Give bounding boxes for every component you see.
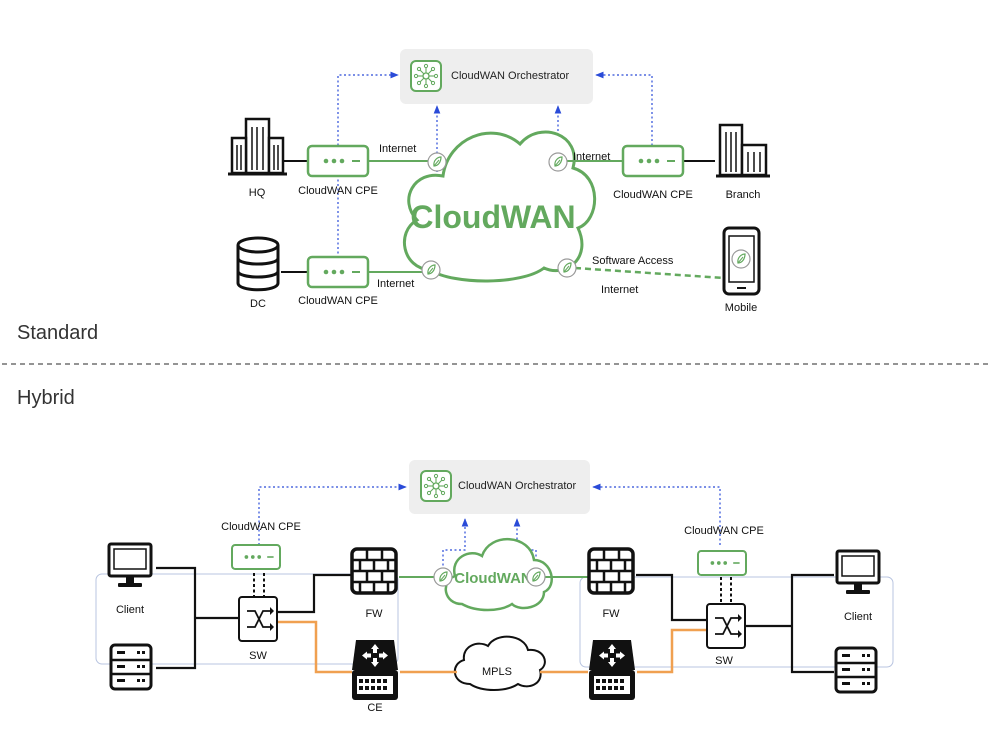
right-cpe-label: CloudWAN CPE <box>684 525 764 537</box>
standard-black-links <box>281 160 715 273</box>
hybrid-left-access-node-icon <box>433 567 453 587</box>
hybrid-cloud-label: CloudWAN <box>454 570 531 587</box>
branch-access-node-icon <box>548 152 568 172</box>
mpls-cloud: MPLS <box>454 635 546 691</box>
right-client-label: Client <box>844 611 872 623</box>
hybrid-orchestrator-box[interactable]: CloudWAN Orchestrator <box>409 460 590 514</box>
hybrid-black-links <box>156 566 834 674</box>
hq-label: HQ <box>249 187 266 199</box>
right-site-panel <box>579 576 894 668</box>
hybrid-section-title: Hybrid <box>17 387 75 409</box>
left-cpe-icon <box>230 543 282 571</box>
left-cpe-label: CloudWAN CPE <box>221 521 301 533</box>
mobile-label: Mobile <box>725 302 757 314</box>
right-firewall-label: FW <box>602 608 620 620</box>
orchestrator-box[interactable]: CloudWAN Orchestrator <box>400 49 593 104</box>
right-server-icon <box>834 646 878 694</box>
right-switch-label: SW <box>715 655 733 667</box>
ce-label: CE <box>367 702 382 714</box>
hybrid-orchestrator-icon <box>420 470 452 502</box>
dc-database-icon <box>236 236 280 292</box>
orchestrator-icon <box>410 60 442 92</box>
left-ce-router-icon <box>352 640 398 700</box>
cloud-label: CloudWAN <box>410 199 575 235</box>
dc-label: DC <box>250 298 266 310</box>
hq-internet-label: Internet <box>379 143 416 155</box>
hq-cpe-label: CloudWAN CPE <box>298 185 378 197</box>
mpls-label: MPLS <box>482 666 512 678</box>
branch-cpe-icon <box>621 144 685 178</box>
left-firewall-label: FW <box>365 608 383 620</box>
cpe-switch-links <box>253 573 732 604</box>
dc-internet-label: Internet <box>377 278 414 290</box>
hybrid-right-access-node-icon <box>526 567 546 587</box>
hq-building-icon <box>228 117 287 176</box>
standard-section: CloudWAN Orchestrator CloudWAN CloudWAN … <box>17 49 770 344</box>
branch-internet-label: Internet <box>573 151 610 163</box>
software-access-label: Software Access <box>592 255 674 267</box>
left-client-monitor-icon <box>107 542 153 589</box>
right-firewall-icon <box>587 547 635 595</box>
hybrid-section: Hybrid CloudWAN Orchestrator CloudWAN MP… <box>17 387 894 714</box>
standard-green-links <box>368 160 725 280</box>
mobile-internet-label: Internet <box>601 284 638 296</box>
hq-cpe-icon <box>306 144 370 178</box>
branch-label: Branch <box>726 189 761 201</box>
dc-cpe-label: CloudWAN CPE <box>298 295 378 307</box>
standard-section-title: Standard <box>17 322 98 344</box>
mobile-phone-icon <box>722 226 761 296</box>
right-cpe-icon <box>696 549 748 577</box>
hybrid-orchestrator-label: CloudWAN Orchestrator <box>458 480 577 492</box>
left-switch-icon <box>238 596 278 642</box>
left-switch-label: SW <box>249 650 267 662</box>
dc-cpe-icon <box>306 255 370 289</box>
left-firewall-icon <box>350 547 398 595</box>
branch-building-icon <box>716 123 770 178</box>
cloudwan-cloud: CloudWAN <box>402 130 597 283</box>
right-switch-icon <box>706 603 746 649</box>
branch-cpe-label: CloudWAN CPE <box>613 189 693 201</box>
hybrid-cloudwan-cloud: CloudWAN <box>444 538 553 612</box>
orchestrator-label: CloudWAN Orchestrator <box>451 70 570 82</box>
left-client-label: Client <box>116 604 144 616</box>
mobile-access-node-icon <box>557 258 577 278</box>
left-server-icon <box>109 643 153 691</box>
hq-access-node-icon <box>427 152 447 172</box>
left-site-panel <box>95 573 399 665</box>
dc-access-node-icon <box>421 260 441 280</box>
right-client-monitor-icon <box>835 549 881 596</box>
right-ce-router-icon <box>589 640 635 700</box>
hybrid-orange-links <box>276 620 707 674</box>
